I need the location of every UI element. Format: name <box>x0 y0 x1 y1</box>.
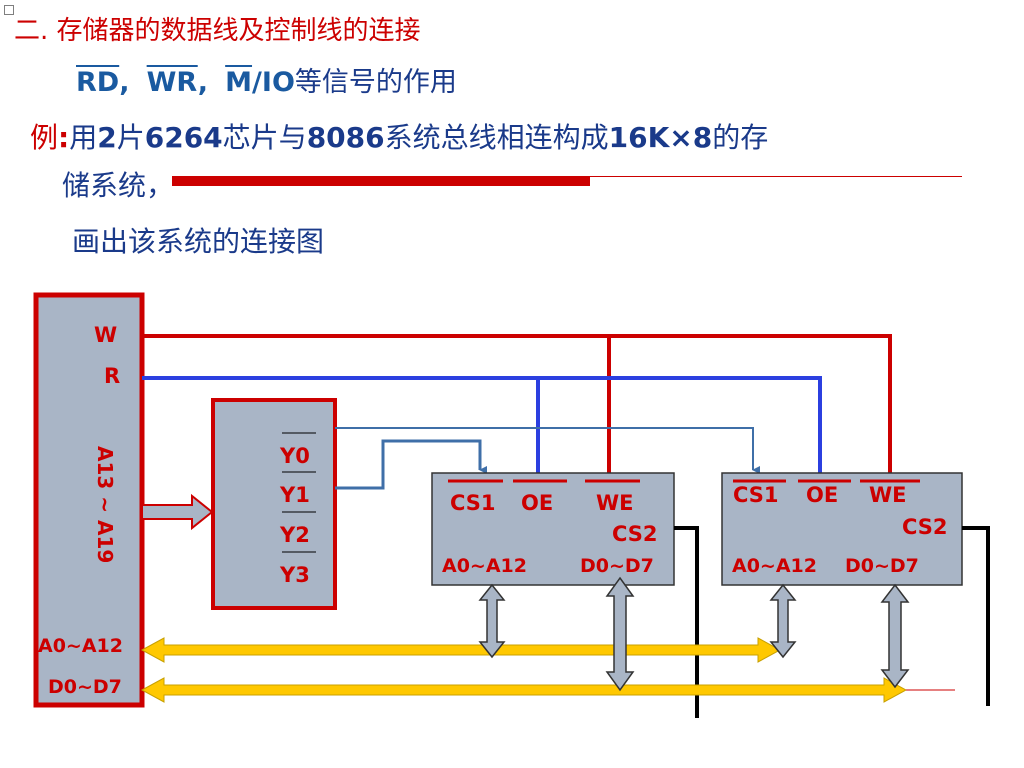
memory-chip-1 <box>431 472 675 586</box>
decoder-y3: Y3 <box>279 563 310 587</box>
example-continuation: 储系统， <box>62 169 175 202</box>
write-line <box>142 334 892 473</box>
memory-chip-2 <box>721 472 963 586</box>
example-colon: : <box>58 121 70 154</box>
cpu-addr-high-label: A13 ~ A19 <box>93 446 117 563</box>
chip2-cs2: CS2 <box>902 515 948 539</box>
decoder-y0: Y0 <box>279 444 310 468</box>
subtitle-tail: 等信号的作用 <box>294 67 457 98</box>
chip2-we: WE <box>869 483 907 507</box>
example-number: 6264 <box>144 121 223 154</box>
chip1-cs1: CS1 <box>450 491 496 515</box>
chip1-cs2: CS2 <box>612 522 658 546</box>
chip1-data: D0~D7 <box>580 555 654 577</box>
data-bus <box>140 677 908 703</box>
decoder-block <box>211 398 337 610</box>
separator: , <box>119 67 130 98</box>
cpu-w-label: W <box>94 323 117 347</box>
example-prefix: 例 <box>30 121 59 154</box>
example-number: 2 <box>97 121 117 154</box>
example-text: 的存 <box>712 121 769 154</box>
thin-divider-line <box>590 176 962 177</box>
example-text: 芯片与 <box>222 121 307 154</box>
chip1-data-connector <box>605 576 635 692</box>
chip2-addr: A0~A12 <box>732 555 817 577</box>
cpu-data-label: D0~D7 <box>48 676 122 698</box>
decoder-y2: Y2 <box>279 523 310 547</box>
cpu-r-label: R <box>104 364 120 388</box>
signal-wr: WR <box>146 67 198 98</box>
signal-m: M <box>225 67 253 98</box>
chip2-data-connector <box>880 583 910 689</box>
example-number: 8086 <box>306 121 385 154</box>
example-number: 16K×8 <box>608 121 713 154</box>
chip2-cs2-line <box>962 526 990 706</box>
chip2-oe: OE <box>806 483 838 507</box>
separator: , <box>197 67 208 98</box>
task-text: 画出该系统的连接图 <box>72 225 325 258</box>
decoder-y1: Y1 <box>279 483 310 507</box>
chip1-addr: A0~A12 <box>442 555 527 577</box>
chip1-address-connector <box>478 583 506 659</box>
slide-title: 二. 存储器的数据线及控制线的连接 <box>14 16 421 46</box>
address-arrow <box>141 493 214 531</box>
y1-select-line <box>335 439 487 490</box>
chip2-address-connector <box>769 583 797 659</box>
red-divider-bar <box>172 176 590 186</box>
example-text: 用 <box>69 121 98 154</box>
chip1-oe: OE <box>521 491 553 515</box>
y0-select-line <box>335 427 760 474</box>
chip2-cs1: CS1 <box>733 483 779 507</box>
chip2-data: D0~D7 <box>845 555 919 577</box>
slide-bullet-square <box>4 5 14 15</box>
example-line: 例:用2片6264芯片与8086系统总线相连构成16K×8的存 <box>30 116 768 156</box>
cpu-addr-low-label: A0~A12 <box>38 635 123 657</box>
cpu-block <box>33 292 145 708</box>
signal-rd: RD <box>76 67 120 98</box>
chip1-we: WE <box>596 491 634 515</box>
read-line <box>142 376 822 473</box>
slide-subtitle: RD, WR, M/IO等信号的作用 <box>76 60 457 99</box>
address-bus <box>140 637 782 663</box>
example-text: 片 <box>116 121 145 154</box>
example-text: 系统总线相连构成 <box>384 121 609 154</box>
signal-io: /IO <box>252 67 295 98</box>
